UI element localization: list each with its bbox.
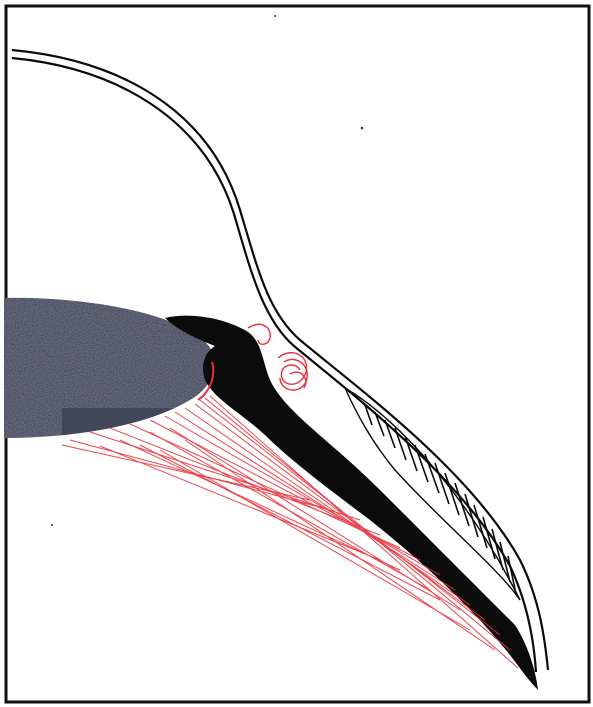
speck xyxy=(361,127,364,130)
iris-wedge xyxy=(165,316,538,690)
speck xyxy=(274,15,276,17)
speck xyxy=(51,524,53,526)
lens-band xyxy=(62,408,182,438)
